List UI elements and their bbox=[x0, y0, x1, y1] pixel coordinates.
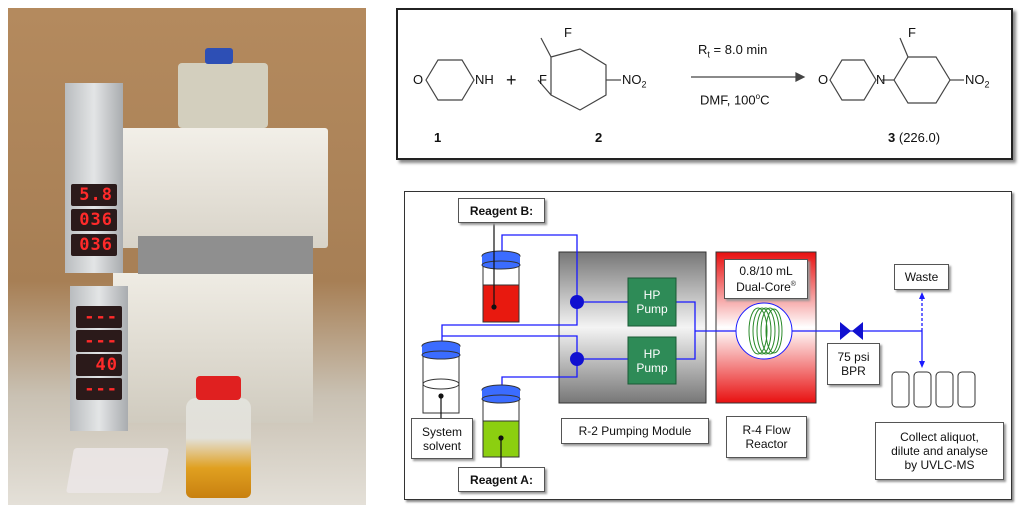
plus-sign: + bbox=[506, 70, 517, 90]
atom-F: F bbox=[564, 25, 572, 40]
hp-pump-2 bbox=[627, 336, 677, 385]
bottle-cap bbox=[205, 48, 233, 64]
atom-N: N bbox=[876, 72, 886, 87]
atom-O: O bbox=[818, 72, 829, 87]
collection-vials bbox=[891, 371, 976, 408]
device-body bbox=[113, 128, 328, 248]
orange-bottle bbox=[186, 398, 251, 498]
collect-arrowhead bbox=[919, 361, 925, 368]
compound-1-label: 1 bbox=[434, 130, 442, 145]
atom-F: F bbox=[908, 25, 916, 40]
compound-3-label: 3 (226.0) bbox=[888, 130, 941, 145]
tubing-lines bbox=[441, 234, 923, 390]
waste-arrowhead bbox=[919, 292, 925, 299]
bpr-valve-icon bbox=[852, 322, 863, 340]
atom-O: O bbox=[413, 72, 424, 87]
display-3: 036 bbox=[71, 234, 117, 256]
reagent-b-label: Reagent B: bbox=[458, 198, 545, 223]
condition-solvent: DMF, 100oC bbox=[700, 92, 770, 108]
valve-icon bbox=[570, 295, 584, 309]
display-7: --- bbox=[76, 378, 122, 400]
reagent-a-label: Reagent A: bbox=[458, 467, 545, 492]
nitro-group: NO2 bbox=[965, 72, 990, 90]
reagent-bottles bbox=[178, 63, 268, 128]
atom-F: F bbox=[539, 72, 547, 87]
device-manifold bbox=[138, 236, 313, 274]
apparatus-photo: 5.8 036 036 --- --- 40 --- bbox=[8, 8, 366, 505]
display-1: 5.8 bbox=[71, 184, 117, 206]
dip-tubes bbox=[438, 222, 504, 467]
morpholine-ring-3 bbox=[829, 59, 877, 101]
atom-NH: NH bbox=[475, 72, 494, 87]
reaction-scheme: O NH + F F NO2 1 2 Rt = 8.0 min DMF, 100… bbox=[396, 8, 1013, 160]
condition-time: Rt = 8.0 min bbox=[698, 42, 768, 60]
valve-icon bbox=[570, 352, 584, 366]
nitro-group: NO2 bbox=[622, 72, 647, 90]
waste-label: Waste bbox=[894, 264, 949, 290]
hp-pump-1 bbox=[627, 277, 677, 327]
scheme-structures bbox=[425, 37, 964, 111]
red-cap bbox=[196, 376, 241, 400]
display-4: --- bbox=[76, 306, 122, 328]
display-2: 036 bbox=[71, 209, 117, 231]
reactor-coil-icon bbox=[735, 302, 793, 360]
coil-icon bbox=[748, 307, 783, 355]
display-6: 40 bbox=[76, 354, 122, 376]
pumping-module-label: R-2 Pumping Module bbox=[561, 418, 709, 444]
compound-2-label: 2 bbox=[595, 130, 603, 145]
reagent-b-bottle bbox=[481, 250, 521, 323]
display-5: --- bbox=[76, 330, 122, 352]
morpholine-ring bbox=[425, 59, 475, 101]
bpr-valve-icon bbox=[840, 322, 851, 340]
